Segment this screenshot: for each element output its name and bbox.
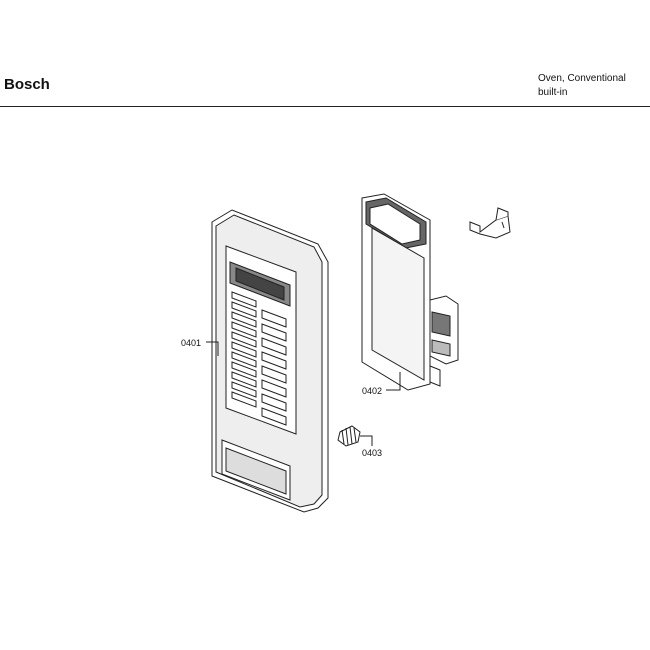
leader-0401 <box>206 341 219 356</box>
header-divider <box>0 106 650 107</box>
part-label-0403: 0403 <box>362 448 383 458</box>
leader-0403 <box>360 435 373 446</box>
product-line-1: Oven, Conventional <box>538 73 626 84</box>
control-panel-front <box>211 209 329 513</box>
product-description: Oven, Conventional built-in <box>538 72 626 100</box>
bracket <box>469 207 511 239</box>
part-label-0402: 0402 <box>362 386 383 396</box>
brand-name: Bosch <box>4 76 50 93</box>
product-line-2: built-in <box>538 87 568 98</box>
spring <box>337 425 361 447</box>
part-label-0401: 0401 <box>181 338 202 348</box>
circuit-board <box>361 193 459 391</box>
leader-0402 <box>386 372 401 391</box>
